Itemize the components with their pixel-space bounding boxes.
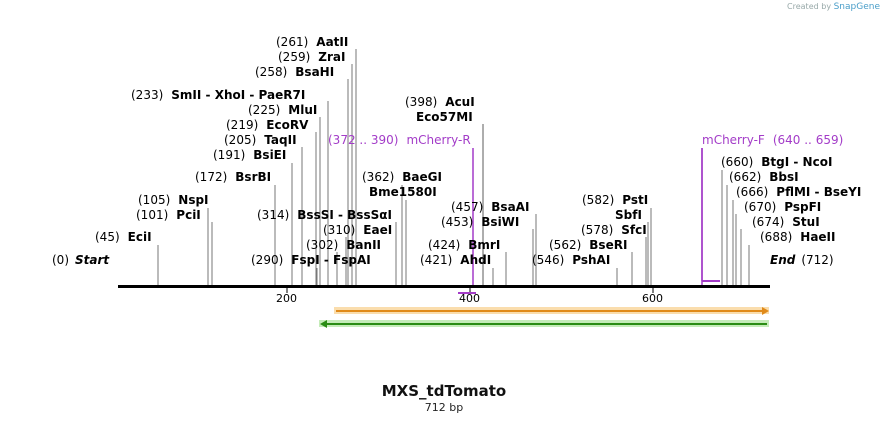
enzyme-label[interactable]: (674)StuI (752, 215, 820, 229)
enzyme-label[interactable]: (398)AcuI (405, 95, 475, 109)
site-lines (157, 49, 750, 285)
enzyme-label[interactable]: (688)HaeII (760, 230, 836, 244)
tick-label: 200 (276, 292, 297, 305)
enzyme-label[interactable]: (666)PflMI - BseYI (736, 185, 861, 199)
enzyme-label[interactable]: (225)MluI (248, 103, 317, 117)
enzyme-label[interactable]: (578)SfcI (581, 223, 647, 237)
enzyme-label[interactable]: (424)BmrI (428, 238, 500, 252)
enzyme-label[interactable]: (172)BsrBI (195, 170, 271, 184)
enzyme-label[interactable]: Eco57MI (416, 110, 473, 124)
primer-label[interactable]: mCherry-F(640 .. 659) (702, 133, 843, 147)
enzyme-label[interactable]: (258)BsaHI (255, 65, 334, 79)
credit-prefix: Created by (787, 2, 832, 11)
map-length: 712 bp (424, 401, 464, 414)
enzyme-label[interactable]: (453)BsiWI (441, 215, 519, 229)
enzyme-label[interactable]: SbfI (615, 208, 642, 222)
enzyme-label[interactable]: (670)PspFI (744, 200, 821, 214)
enzyme-label[interactable]: (290)FspI - FspAI (251, 253, 371, 267)
enzyme-label[interactable]: (205)TaqII (224, 133, 297, 147)
mcherry-r-binding[interactable] (458, 292, 476, 294)
enzyme-label[interactable]: (662)BbsI (729, 170, 799, 184)
enzyme-label[interactable]: (105)NspI (138, 193, 209, 207)
enzyme-label[interactable]: (233)SmII - XhoI - PaeR7I (131, 88, 305, 102)
enzyme-label[interactable]: (362)BaeGI (362, 170, 442, 184)
backbone (118, 285, 770, 288)
enzyme-label[interactable]: (45)EciI (95, 230, 152, 244)
enzyme-label[interactable]: (562)BseRI (549, 238, 627, 252)
feature-forward[interactable] (334, 307, 769, 315)
feature-reverse[interactable] (319, 320, 769, 328)
enzyme-label[interactable]: (191)BsiEI (213, 148, 286, 162)
enzyme-label[interactable]: (582)PstI (582, 193, 648, 207)
enzyme-label[interactable]: Bme1580I (369, 185, 437, 199)
tick-label: 600 (642, 292, 663, 305)
enzyme-label[interactable]: (546)PshAI (532, 253, 610, 267)
start-label: (0)Start (52, 253, 110, 267)
snapgene-logo-text: SnapGene (833, 2, 880, 12)
enzyme-label[interactable]: (261)AatII (276, 35, 348, 49)
enzyme-label[interactable]: (660)BtgI - NcoI (721, 155, 832, 169)
primer-label[interactable]: (372 .. 390)mCherry-R (328, 133, 471, 147)
enzyme-label[interactable]: (314)BssSI - BssSαI (257, 208, 392, 222)
end-label: End(712) (770, 253, 834, 267)
enzyme-label[interactable]: (101)PciI (136, 208, 201, 222)
enzyme-label[interactable]: (421)AhdI (420, 253, 491, 267)
tick-label: 400 (459, 292, 480, 305)
enzyme-label[interactable]: (302)BanII (306, 238, 381, 252)
enzyme-label[interactable]: (457)BsaAI (451, 200, 529, 214)
map-title: MXS_tdTomato (381, 382, 507, 400)
enzyme-label[interactable]: (259)ZraI (278, 50, 345, 64)
snapgene-credit: Created by SnapGene (787, 2, 880, 12)
enzyme-label[interactable]: (310)EaeI (323, 223, 392, 237)
scale-ticks: 200 400 600 (276, 288, 663, 305)
enzyme-label[interactable]: (219)EcoRV (226, 118, 309, 132)
site-labels: (45)EciI (101)PciI(105)NspI (172)BsrBI (191… (95, 35, 861, 267)
